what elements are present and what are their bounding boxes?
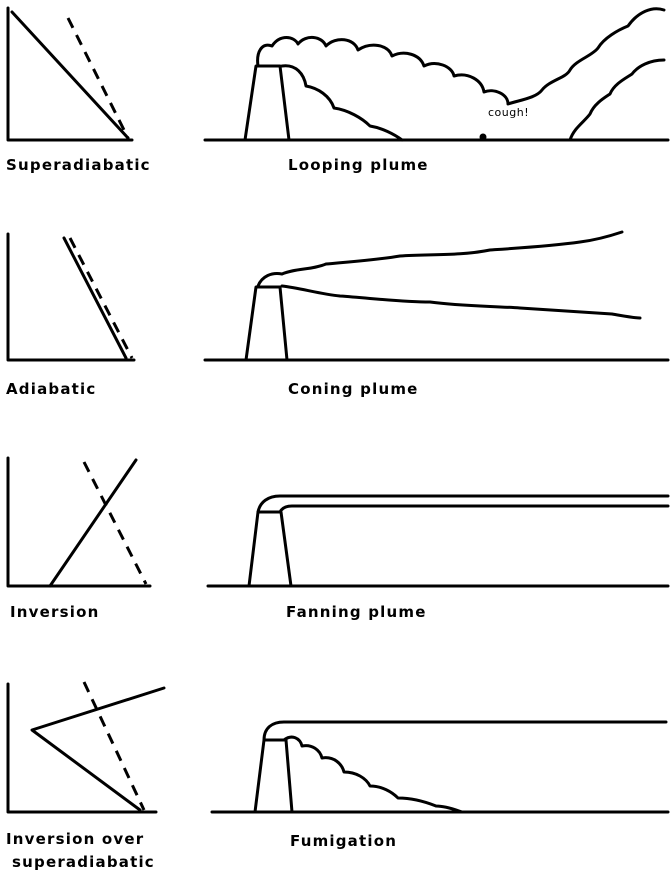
profile-graph-superadiabatic	[8, 8, 132, 140]
adiabatic-reference-line	[68, 18, 128, 138]
inversion-lid-plume	[264, 722, 666, 740]
profile-label-adiabatic: Adiabatic	[6, 380, 96, 398]
profile-label-inversion: Inversion	[10, 603, 99, 621]
smoke-plume-looping-right	[570, 60, 664, 140]
adiabatic-reference-line	[70, 238, 132, 358]
smoke-plume-coning-lower	[282, 286, 640, 318]
profile-label-inversion-over-superadiabatic: Inversion over superadiabatic	[6, 830, 155, 871]
profile-graph-inversion	[8, 458, 150, 586]
row-superadiabatic: Superadiabatic cough! Looping plume	[6, 8, 668, 174]
smokestack	[246, 287, 287, 360]
plume-scene-fanning	[208, 496, 668, 586]
profile-axes	[8, 458, 150, 586]
plume-label-fanning: Fanning plume	[286, 603, 427, 621]
plume-label-coning: Coning plume	[288, 380, 419, 398]
environmental-lapse-line	[12, 12, 128, 138]
smokestack	[255, 740, 292, 812]
cough-annotation: cough!	[488, 106, 529, 119]
row-adiabatic: Adiabatic Coning plume	[6, 232, 668, 398]
profile-axes	[8, 684, 156, 812]
person-icon	[480, 134, 487, 141]
smokestack	[245, 66, 289, 140]
plume-scene-fumigation	[212, 722, 668, 812]
smoke-plume-looping-lower	[282, 66, 402, 140]
plume-label-looping: Looping plume	[288, 156, 429, 174]
environmental-lapse-line	[64, 238, 126, 358]
plume-scene-looping: cough!	[205, 9, 668, 141]
smoke-plume-fumigation	[284, 737, 462, 812]
profile-label-superadiabatic: Superadiabatic	[6, 156, 151, 174]
plume-scene-coning	[205, 232, 668, 360]
environmental-lapse-line	[32, 688, 164, 810]
smoke-plume-fanning-upper	[258, 496, 668, 512]
row-inversion-over-superadiabatic: Inversion over superadiabatic Fumigation	[6, 682, 668, 871]
plume-label-fumigation: Fumigation	[290, 832, 397, 850]
smokestack	[249, 512, 291, 586]
profile-graph-inversion-over-superadiabatic	[8, 682, 164, 812]
profile-graph-adiabatic	[8, 234, 134, 360]
smoke-plume-fanning-lower	[280, 506, 668, 512]
row-inversion: Inversion Fanning plume	[8, 458, 668, 621]
smoke-plume-coning-upper	[258, 232, 622, 286]
